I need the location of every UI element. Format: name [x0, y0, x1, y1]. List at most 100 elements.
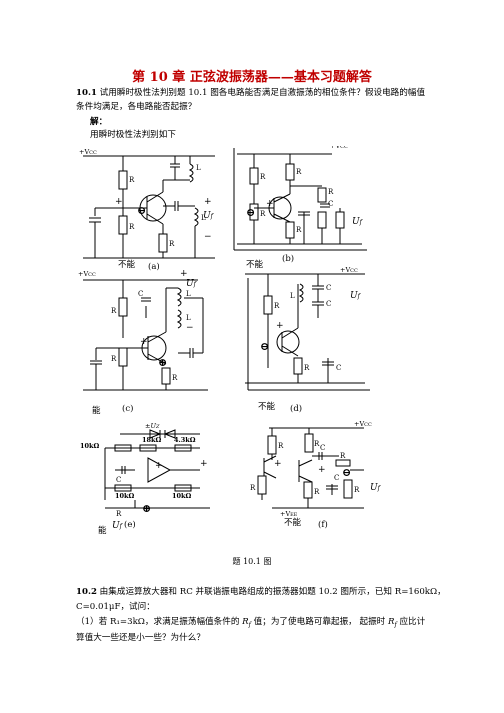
- figure-b-verdict: 不能: [246, 260, 264, 270]
- question-10-2-sub1: （1）若 R₁=3kΩ，求满足振荡幅值条件的 Rf 值；为了使电路可靠起振， 起…: [76, 617, 426, 629]
- svg-text:R: R: [296, 168, 302, 176]
- svg-text:Uf: Uf: [370, 483, 382, 493]
- svg-text:⊕: ⊕: [142, 502, 151, 515]
- l-label: L: [196, 164, 201, 172]
- answer-text: 用瞬时极性法判别如下: [90, 130, 176, 140]
- vcc-label: +VCC: [79, 148, 97, 156]
- question-text: 试用瞬时极性法判别题 10.1 图各电路能否满足自激振荡的相位条件？假设电路的幅…: [99, 88, 426, 98]
- svg-text:R: R: [111, 355, 117, 363]
- question-10-1-line1: 10.1 试用瞬时极性法判别题 10.1 图各电路能否满足自激振荡的相位条件？假…: [76, 86, 425, 100]
- svg-text:+VCC: +VCC: [330, 146, 348, 150]
- question-number: 10.2: [76, 587, 97, 597]
- svg-text:R: R: [296, 226, 302, 234]
- svg-text:R: R: [304, 364, 310, 372]
- r1-label: R: [129, 176, 135, 184]
- sub1-end: 应比计: [399, 617, 426, 627]
- svg-text:C: C: [116, 476, 121, 484]
- svg-text:Uf: Uf: [350, 291, 362, 301]
- svg-text:⊕: ⊕: [158, 356, 167, 369]
- figure-b-tag: (b): [282, 254, 295, 264]
- svg-text:+: +: [204, 197, 212, 207]
- svg-text:C: C: [326, 284, 331, 292]
- circuit-figure-f: RR RR CR RC +VCC +VEE Uf ++⊖: [250, 420, 382, 518]
- question-10-2-line1: 10.2 由集成运算放大器和 RC 并联谐振电路组成的振荡器如题 10.2 图所…: [76, 585, 446, 599]
- question-10-2-line4: 算值大一些还是小一些？为什么？: [76, 633, 205, 643]
- svg-text:+: +: [140, 337, 148, 347]
- svg-text:+: +: [180, 269, 188, 279]
- svg-text:+VCC: +VCC: [340, 266, 358, 274]
- svg-text:R: R: [314, 440, 320, 448]
- svg-text:R: R: [250, 484, 256, 492]
- svg-text:R: R: [274, 302, 280, 310]
- svg-text:C: C: [336, 364, 341, 372]
- svg-text:R: R: [328, 188, 334, 196]
- svg-text:−: −: [186, 323, 194, 333]
- svg-text:Uf: Uf: [186, 279, 198, 289]
- svg-text:+: +: [318, 465, 326, 475]
- figure-c-verdict: 能: [92, 406, 101, 416]
- svg-text:18kΩ: 18kΩ: [142, 436, 162, 444]
- l-label-2: L: [201, 214, 206, 222]
- figure-f-verdict: 不能: [284, 518, 302, 528]
- figure-a-verdict: 不能: [118, 260, 136, 270]
- answer-label: 解：: [90, 117, 108, 127]
- svg-text:C: C: [334, 474, 339, 482]
- svg-text:10kΩ: 10kΩ: [80, 442, 100, 450]
- svg-text:+VEE: +VEE: [280, 510, 298, 518]
- sub1-mid: 值；为了使电路可靠起振， 起振时: [253, 617, 386, 627]
- svg-text:+VCC: +VCC: [78, 270, 96, 278]
- svg-text:+VCC: +VCC: [354, 420, 372, 428]
- svg-text:+: +: [274, 459, 282, 469]
- sub1-var-2: R: [388, 617, 395, 627]
- uf-label: Uf: [203, 211, 215, 221]
- question-text: 由集成运算放大器和 RC 并联谐振电路组成的振荡器如题 10.2 图所示，已知 …: [99, 587, 446, 597]
- svg-text:+: +: [115, 197, 123, 207]
- figure-d-verdict: 不能: [258, 402, 276, 412]
- svg-text:⊖: ⊖: [246, 206, 255, 219]
- svg-text:R: R: [278, 442, 284, 450]
- sub1-var: R: [242, 617, 249, 627]
- svg-text:R: R: [314, 488, 320, 496]
- figure-e-verdict: 能: [98, 526, 107, 536]
- svg-text:L: L: [186, 314, 191, 322]
- sub1-text: （1）若 R₁=3kΩ，求满足振荡幅值条件的: [76, 617, 240, 627]
- question-number: 10.1: [76, 88, 97, 98]
- svg-text:+: +: [266, 199, 274, 209]
- svg-text:Uf: Uf: [352, 217, 364, 227]
- figure-c-tag: (c): [122, 404, 134, 414]
- svg-text:R: R: [354, 486, 360, 494]
- svg-text:R: R: [172, 374, 178, 382]
- r2-label: R: [129, 223, 135, 231]
- svg-text:+: +: [155, 461, 163, 471]
- question-10-1-line2: 条件均满足，各电路能否起振？: [76, 102, 197, 112]
- figure-a-tag: (a): [148, 262, 160, 272]
- svg-text:±UZ: ±UZ: [145, 422, 160, 430]
- svg-text:Uf: Uf: [112, 521, 124, 530]
- svg-text:+: +: [200, 459, 208, 469]
- svg-text:R: R: [116, 510, 122, 518]
- svg-text:C: C: [138, 290, 143, 298]
- svg-text:⊖: ⊖: [260, 340, 269, 353]
- svg-text:⊖: ⊖: [137, 204, 146, 217]
- svg-text:4.3kΩ: 4.3kΩ: [174, 436, 196, 444]
- svg-text:−: −: [204, 232, 212, 242]
- figure-e-tag: (e): [124, 520, 136, 530]
- svg-text:C: C: [326, 300, 331, 308]
- question-10-2-line2: C=0.01μF，试问：: [76, 602, 155, 612]
- svg-text:R: R: [111, 307, 117, 315]
- circuit-figure-a: R R R L L +VCC Uf + ⊖ + −: [79, 148, 215, 259]
- svg-text:+: +: [276, 321, 284, 331]
- svg-text:R: R: [260, 210, 266, 218]
- svg-text:C: C: [328, 200, 333, 208]
- svg-text:R: R: [340, 452, 346, 460]
- figure-f-tag: (f): [318, 520, 328, 530]
- circuit-figure-b: RR RR RC +VCC Uf +⊖: [233, 146, 367, 251]
- figure-d-tag: (d): [290, 404, 303, 414]
- svg-text:L: L: [290, 292, 295, 300]
- svg-text:⊖: ⊖: [342, 466, 351, 479]
- svg-text:C: C: [320, 444, 325, 452]
- re-label: R: [169, 240, 175, 248]
- svg-text:R: R: [260, 173, 266, 181]
